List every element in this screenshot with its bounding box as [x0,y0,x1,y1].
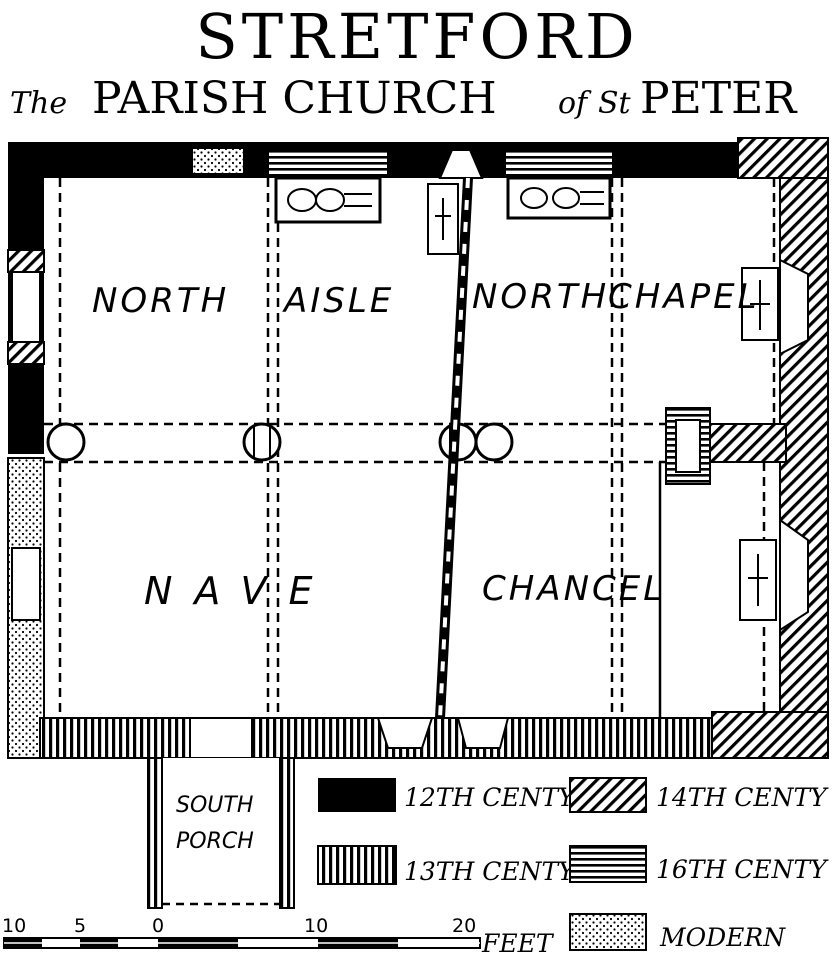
scale-unit: FEET [481,929,555,958]
label-chancel: CHANCEL [482,569,665,609]
plan-title: STRETFORD [195,0,638,73]
legend-label-12th: 12TH CENTY [404,783,577,812]
east-window-upper [779,258,809,356]
scale-bar: 10 5 0 10 20 FEET [2,915,555,958]
south-wall-window-2 [456,717,510,749]
legend-label-14th: 14TH CENTY [656,783,829,812]
west-wall-window-2 [11,547,41,621]
legend-swatch-16th [569,845,647,883]
legend-label-16th: 16TH CENTY [656,855,829,884]
scale-tick-label-3: 0 [152,915,164,937]
legend-swatch-modern [569,913,647,951]
legend-swatch-14th [569,777,647,813]
scale-tick-label-5: 20 [452,915,476,937]
subtitle-saint: PETER [640,73,798,124]
legend-label-13th: 13TH CENTY [404,857,577,886]
label-south-porch-2: PORCH [176,829,254,854]
chancel-north-wall-14th [705,423,787,463]
east-wall-bottom-14th [711,711,829,759]
east-wall-14th [779,137,829,759]
subtitle-the: The [10,86,67,121]
label-north-chapel-1: NORTH [472,277,609,317]
south-porch: SOUTH PORCH [147,757,295,909]
legend-swatch-13th [317,845,397,885]
legend-label-modern: MODERN [659,923,786,952]
west-wall-14th-lower [7,341,45,365]
east-wall-corner-14th [737,137,829,179]
cross-slab-chapel [741,267,779,341]
south-door-gap [189,717,253,759]
scale-tick-label-4: 10 [304,915,328,937]
legend-swatch-12th [318,778,396,812]
dashed-grid [44,178,776,718]
west-wall-window-1 [11,271,41,343]
label-north-aisle-2: AISLE [282,281,394,321]
vestry-inner [675,419,701,473]
tomb-east [506,176,612,220]
nave-chancel-wall-inner [438,177,470,719]
east-window-lower [779,518,809,632]
scale-tick-label-2: 5 [74,915,86,937]
label-north-aisle-1: NORTH [92,281,229,321]
subtitle-main: PARISH CHURCH [92,73,497,124]
north-wall-modern-patch [191,147,245,175]
north-wall-16th-patch-2 [504,149,614,177]
pier-2 [242,422,282,462]
cross-slab-chancel [739,539,777,621]
north-wall-16th-patch-1 [267,149,389,177]
piers [46,422,514,462]
plan-subtitle: The PARISH CHURCH of St PETER [10,73,798,124]
west-wall-14th-upper [7,249,45,273]
cross-slab-north [427,183,459,255]
scale-tick-label-1: 10 [2,915,26,937]
label-north-chapel-2: CHAPEL [608,277,760,317]
south-wall-window-1 [376,717,434,749]
subtitle-st: St [598,86,632,121]
legend: 12TH CENTY 14TH CENTY 13TH CENTY 16TH CE… [317,777,829,952]
label-south-porch-1: SOUTH [176,793,253,818]
walls [7,137,829,759]
subtitle-of: of [558,86,592,121]
pier-1 [46,422,86,462]
tomb-west [274,176,382,224]
pier-4 [474,422,514,462]
label-nave: NAVE [144,569,335,613]
